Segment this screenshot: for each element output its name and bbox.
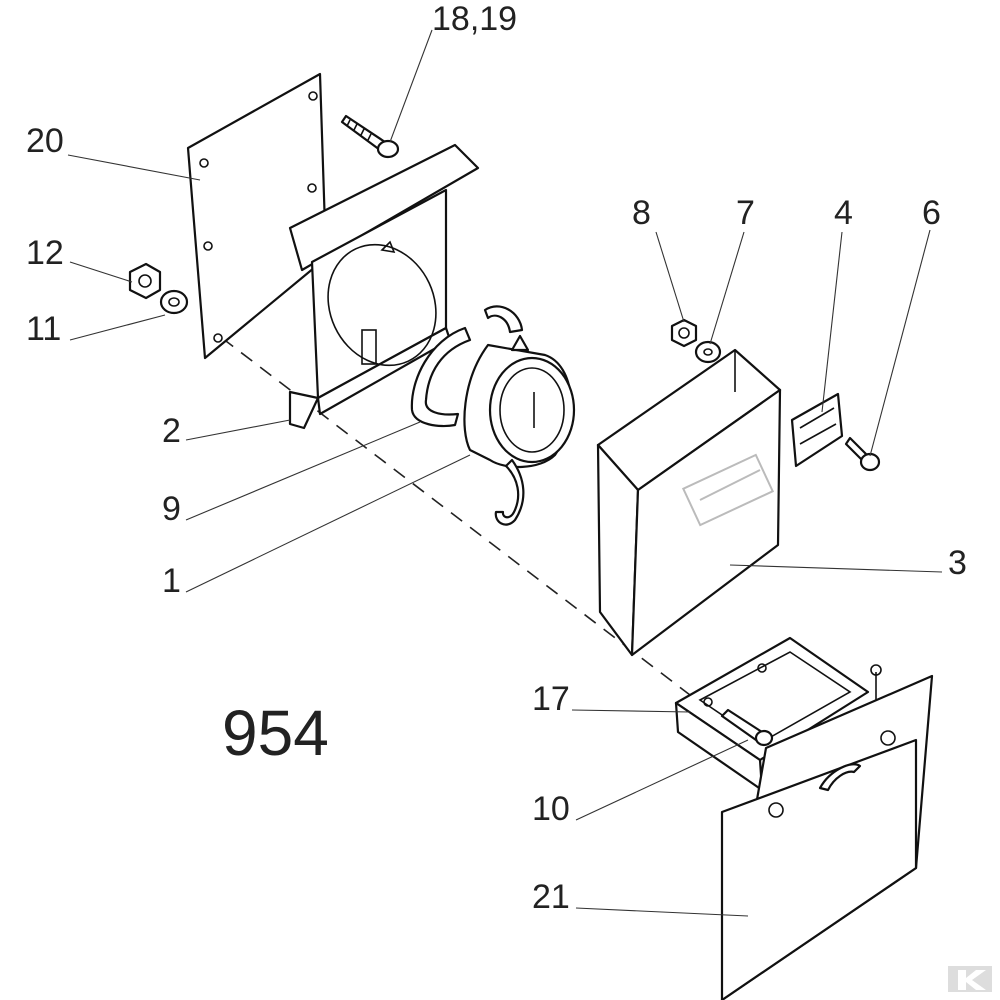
leader-lines xyxy=(67,29,943,917)
part-21-front-panel xyxy=(720,664,934,1000)
callout-6: 6 xyxy=(922,194,941,232)
callout-17: 17 xyxy=(532,680,570,718)
part-9-ring xyxy=(410,305,524,428)
figure-number: 954 xyxy=(222,697,329,769)
callout-11: 11 xyxy=(26,310,61,348)
part-18-19-screw xyxy=(340,114,400,159)
callout-12: 12 xyxy=(26,234,64,272)
callout-2: 2 xyxy=(162,412,181,450)
callout-4: 4 xyxy=(834,194,853,232)
callout-20: 20 xyxy=(26,122,64,160)
part-11-washer xyxy=(159,289,189,315)
part-20-back-plate xyxy=(186,72,328,360)
callout-18-19: 18,19 xyxy=(432,0,517,38)
part-8-nut xyxy=(670,318,698,348)
part-12-nut xyxy=(128,262,162,300)
callout-1: 1 xyxy=(162,562,181,600)
part-17-base-tray xyxy=(674,636,870,792)
callout-9: 9 xyxy=(162,490,181,528)
k-logo-icon xyxy=(948,966,992,992)
callout-3: 3 xyxy=(948,544,967,582)
part-4-hinge-plate xyxy=(790,392,844,468)
part-7-washer xyxy=(694,340,722,364)
part-10-bolt xyxy=(720,708,774,747)
callout-21: 21 xyxy=(532,878,570,916)
callout-8: 8 xyxy=(632,194,651,232)
callout-7: 7 xyxy=(736,194,755,232)
part-2-mounting-bracket xyxy=(288,143,480,430)
part-1-scale-dial xyxy=(463,334,576,526)
callout-10: 10 xyxy=(532,790,570,828)
part-3-housing-cover xyxy=(596,348,782,657)
